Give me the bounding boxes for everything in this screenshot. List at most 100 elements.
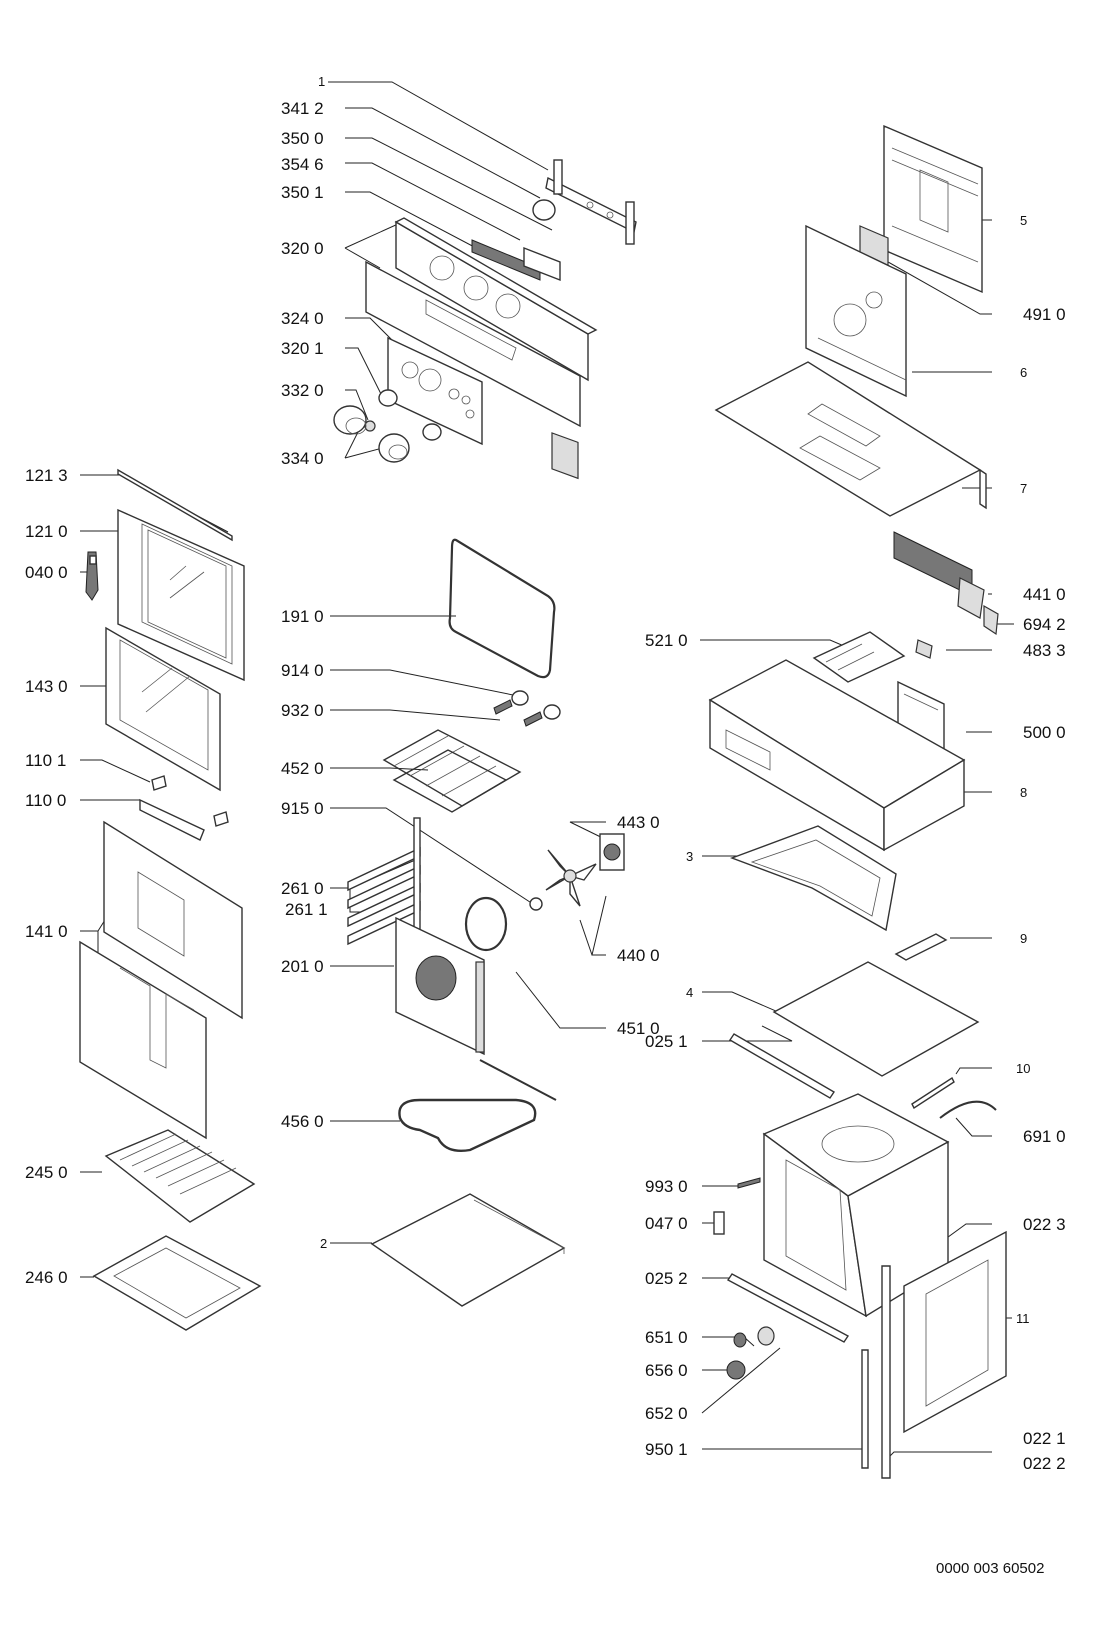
wiring-rod [911, 1076, 955, 1110]
label-334-0: 334 0 [281, 449, 324, 468]
switch-knob [726, 1360, 746, 1380]
panel-frame [387, 336, 483, 446]
top-cover [714, 361, 987, 517]
hinge-clip [151, 775, 167, 791]
fan-motor [599, 833, 625, 871]
part-labels: 1 341 2 350 0 354 6 350 1 320 0 324 0 32… [25, 74, 1066, 1577]
oven-cavity [762, 1093, 950, 1318]
label-491-0: 491 0 [1023, 305, 1066, 324]
label-121-3: 121 3 [25, 466, 68, 485]
control-bracket [545, 159, 637, 245]
label-914-0: 914 0 [281, 661, 324, 680]
oven-floor [370, 1193, 566, 1307]
label-656-0: 656 0 [645, 1361, 688, 1380]
label-040-0: 040 0 [25, 563, 68, 582]
part-drawings [79, 124, 1007, 1479]
spring-1 [493, 699, 513, 715]
chassis-tray [708, 659, 966, 852]
label-652-0: 652 0 [645, 1404, 688, 1423]
label-022-1: 022 1 [1023, 1429, 1066, 1448]
knob-spindle [364, 420, 376, 432]
door-trim-bar [139, 798, 205, 841]
label-350-0: 350 0 [281, 129, 324, 148]
control-panel [394, 217, 598, 382]
label-500-0: 500 0 [1023, 723, 1066, 742]
label-350-1: 350 1 [281, 183, 324, 202]
panel-facia [365, 260, 581, 428]
label-10: 10 [1016, 1061, 1030, 1076]
label-441-0: 441 0 [1023, 585, 1066, 604]
label-11: 11 [1016, 1311, 1030, 1326]
label-993-0: 993 0 [645, 1177, 688, 1196]
label-3: 3 [686, 849, 693, 864]
label-8: 8 [1020, 785, 1027, 800]
screw [737, 1177, 761, 1189]
knob-bezel-2 [422, 423, 442, 441]
label-452-0: 452 0 [281, 759, 324, 778]
support-rail [729, 1033, 835, 1099]
door-top-trim [117, 468, 233, 542]
label-443-0: 443 0 [617, 813, 660, 832]
side-panel [903, 1230, 1007, 1434]
label-440-0: 440 0 [617, 946, 660, 965]
knob-ring [532, 199, 556, 221]
label-354-6: 354 6 [281, 155, 324, 174]
control-module [551, 432, 579, 480]
label-261-1: 261 1 [285, 900, 328, 919]
fan-cover [395, 916, 485, 1056]
label-110-1: 110 1 [25, 751, 66, 770]
label-521-0: 521 0 [645, 631, 688, 650]
lamp-cover [511, 690, 529, 706]
lamp-holder [733, 1332, 747, 1348]
label-191-0: 191 0 [281, 607, 324, 626]
label-5: 5 [1020, 213, 1027, 228]
control-knob-1 [333, 405, 367, 435]
label-4: 4 [686, 985, 693, 1000]
knob-bezel [378, 389, 398, 407]
label-2: 2 [320, 1236, 327, 1251]
outer-glass [103, 820, 243, 1020]
label-022-3: 022 3 [1023, 1215, 1066, 1234]
label-025-2: 025 2 [645, 1269, 688, 1288]
label-110-0: 110 0 [25, 791, 66, 810]
label-201-0: 201 0 [281, 957, 324, 976]
label-6: 6 [1020, 365, 1027, 380]
switch-body [757, 1326, 775, 1346]
label-651-0: 651 0 [645, 1328, 688, 1347]
label-1: 1 [318, 74, 325, 89]
door-frame [117, 508, 245, 682]
label-456-0: 456 0 [281, 1112, 324, 1131]
label-932-0: 932 0 [281, 701, 324, 720]
wire-shelf [104, 1129, 256, 1223]
label-121-0: 121 0 [25, 522, 68, 541]
thermostat-sensor [983, 604, 999, 636]
side-trim [881, 1265, 891, 1479]
probe-socket [939, 1100, 997, 1119]
label-320-1: 320 1 [281, 339, 324, 358]
vertical-trim [861, 1349, 869, 1469]
lower-rail [726, 1273, 850, 1343]
label-341-2: 341 2 [281, 99, 324, 118]
hinge-clip-2 [213, 811, 229, 827]
label-332-0: 332 0 [281, 381, 324, 400]
lamp-cover-2 [543, 704, 561, 720]
document-number: 0000 003 60502 [936, 1560, 1044, 1577]
terminal-block [915, 639, 933, 659]
power-board [812, 631, 906, 683]
label-950-1: 950 1 [645, 1440, 688, 1459]
mounting-bracket [894, 933, 948, 961]
side-frame [729, 825, 897, 932]
label-691-0: 691 0 [1023, 1127, 1066, 1146]
label-143-0: 143 0 [25, 677, 68, 696]
display-board [471, 239, 561, 282]
door-latch [713, 1211, 725, 1235]
base-plate [772, 961, 980, 1077]
label-246-0: 246 0 [25, 1268, 68, 1287]
fan-blade [545, 849, 597, 907]
cooling-fan [893, 531, 985, 619]
spring-2 [523, 711, 543, 727]
oven-door-seal [448, 538, 556, 679]
label-261-0: 261 0 [281, 879, 324, 898]
label-025-1: 025 1 [645, 1032, 688, 1051]
label-915-0: 915 0 [281, 799, 324, 818]
